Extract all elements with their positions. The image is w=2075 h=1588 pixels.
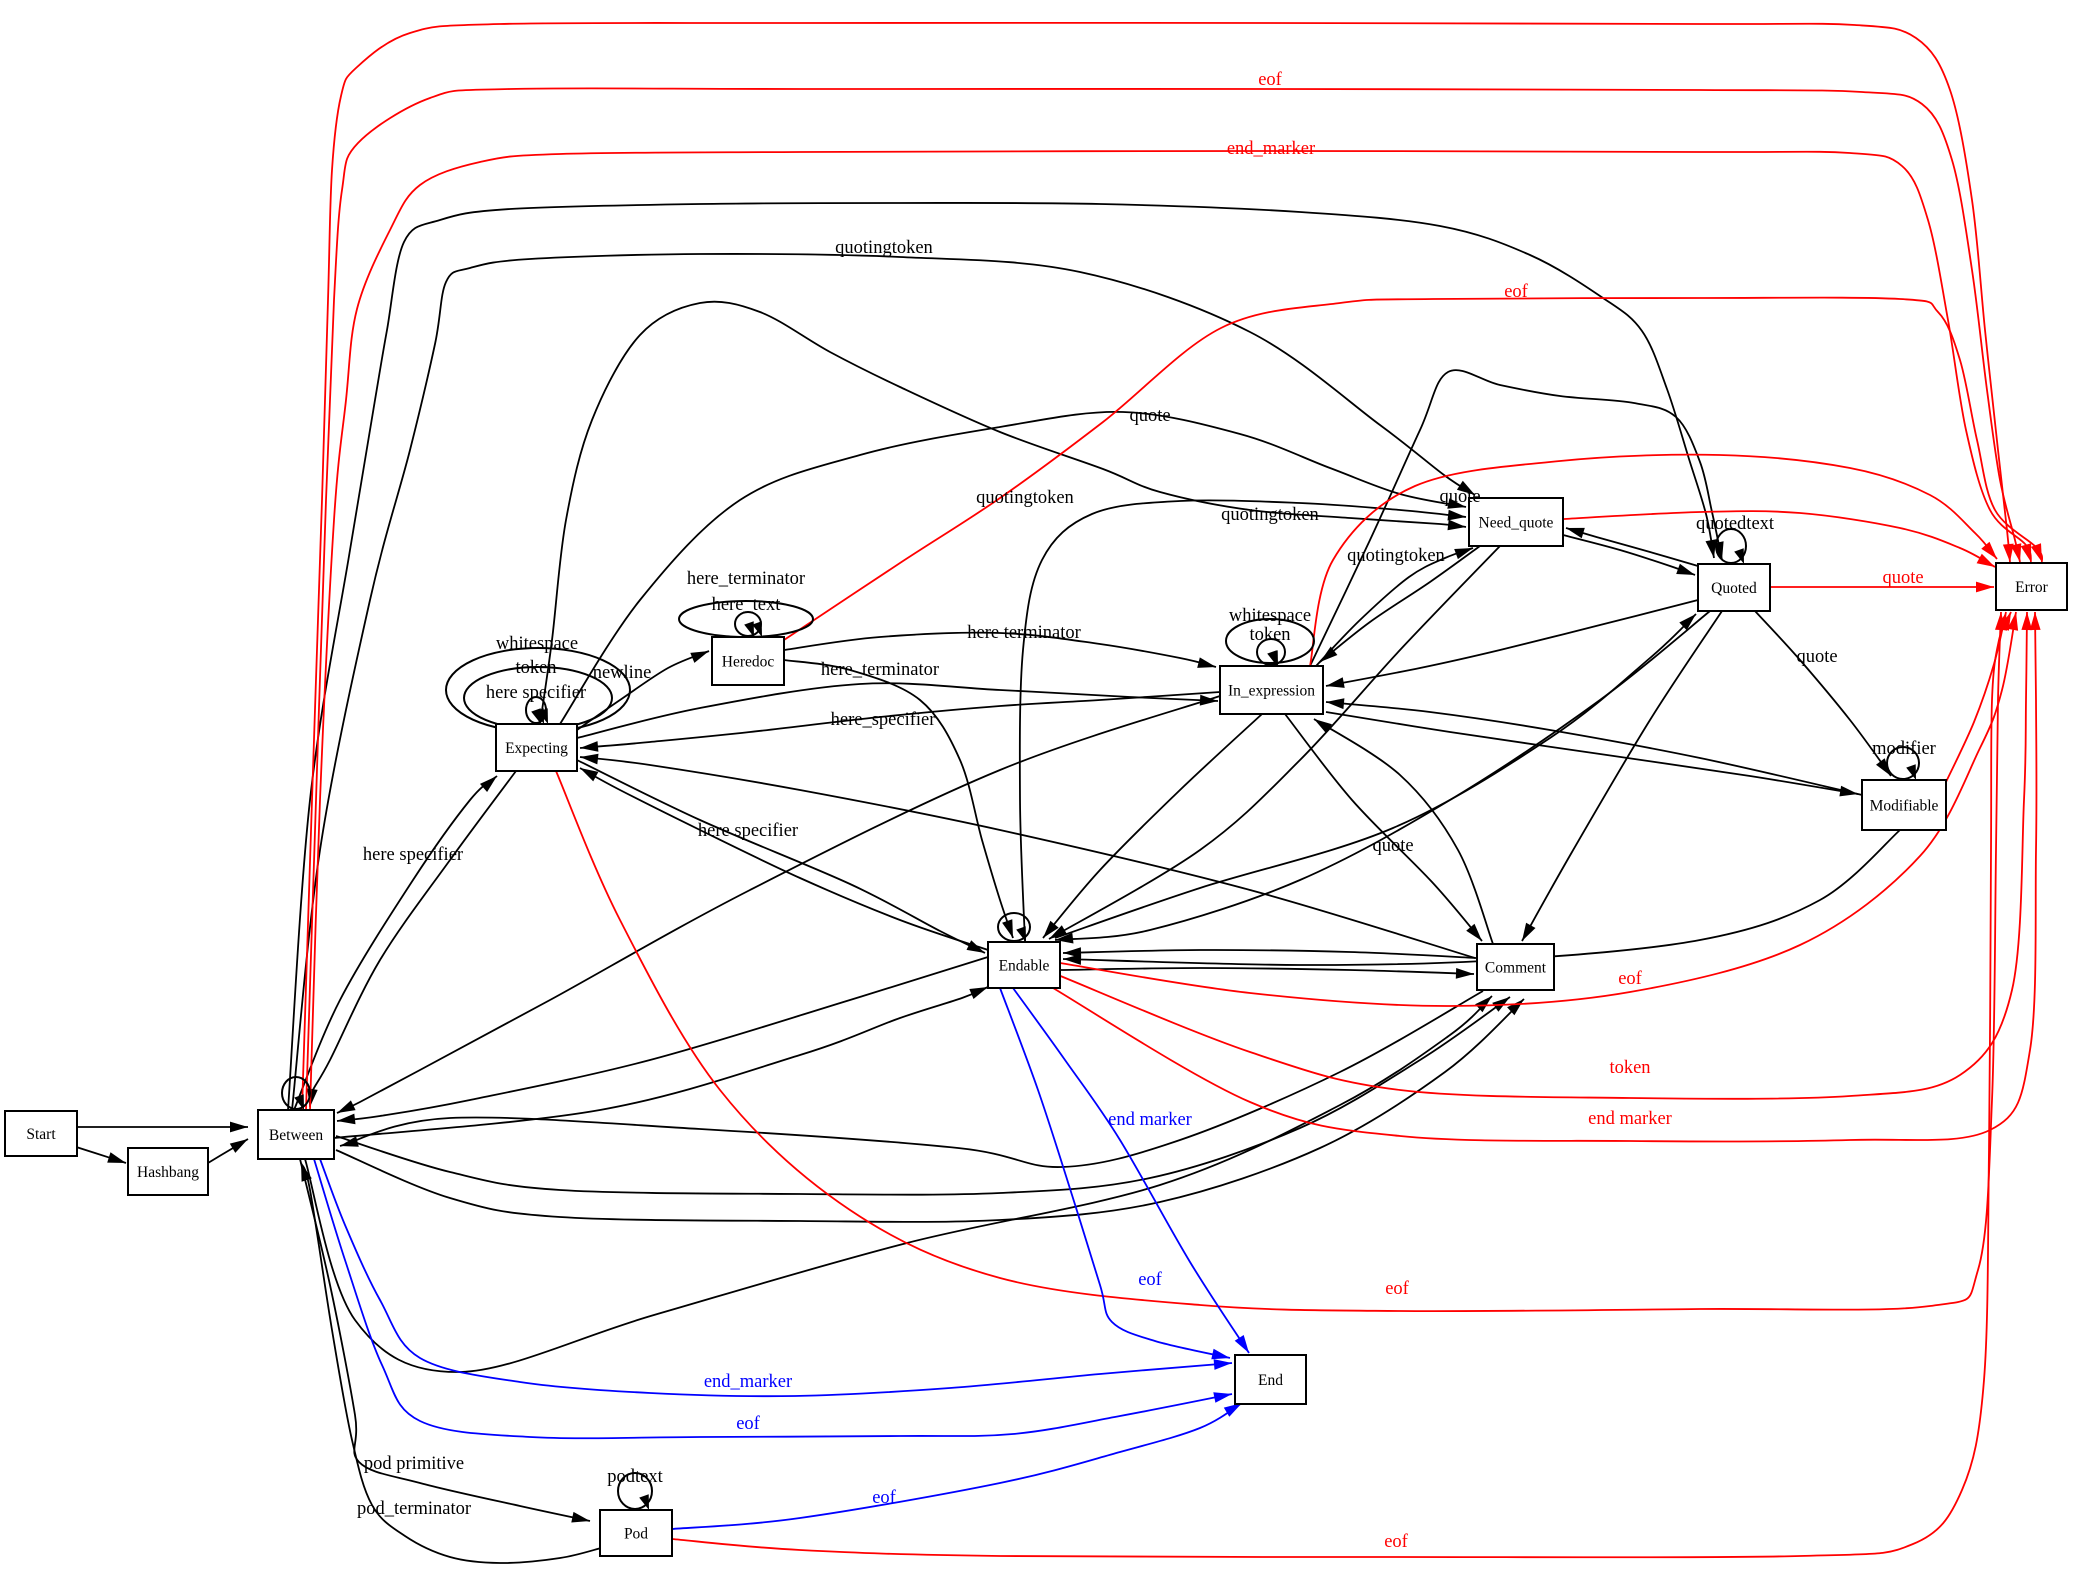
svg-text:here specifier: here specifier — [363, 845, 463, 865]
svg-text:here terminator: here terminator — [967, 623, 1081, 643]
svg-text:pod primitive: pod primitive — [364, 1454, 464, 1474]
svg-text:end_marker: end_marker — [1227, 139, 1315, 159]
svg-text:whitespace: whitespace — [496, 634, 578, 654]
svg-text:Start: Start — [26, 1126, 56, 1143]
svg-text:token: token — [515, 658, 556, 678]
svg-text:Quoted: Quoted — [1711, 580, 1757, 597]
svg-text:pod_terminator: pod_terminator — [357, 1499, 471, 1519]
svg-text:Heredoc: Heredoc — [722, 654, 775, 671]
svg-text:Between: Between — [269, 1127, 323, 1144]
svg-text:end marker: end marker — [1588, 1109, 1672, 1129]
svg-text:end marker: end marker — [1108, 1110, 1192, 1130]
svg-text:eof: eof — [1504, 282, 1528, 302]
svg-text:here_text: here_text — [712, 595, 782, 615]
svg-text:eof: eof — [736, 1414, 760, 1434]
svg-text:token: token — [1609, 1058, 1650, 1078]
svg-text:quotedtext: quotedtext — [1696, 514, 1775, 534]
svg-text:In_expression: In_expression — [1228, 683, 1315, 700]
svg-text:quote: quote — [1129, 406, 1170, 426]
svg-text:whitespace: whitespace — [1229, 606, 1311, 626]
svg-text:eof: eof — [1138, 1270, 1162, 1290]
svg-text:Endable: Endable — [999, 958, 1050, 975]
svg-text:here specifier: here specifier — [698, 821, 798, 841]
svg-text:Need_quote: Need_quote — [1479, 515, 1554, 532]
svg-text:eof: eof — [1258, 70, 1282, 90]
svg-text:quotingtoken: quotingtoken — [835, 238, 933, 258]
svg-text:quotingtoken: quotingtoken — [1221, 505, 1319, 525]
svg-text:here_specifier: here_specifier — [831, 710, 936, 730]
svg-text:quote: quote — [1796, 647, 1837, 667]
svg-text:Comment: Comment — [1485, 960, 1547, 977]
svg-text:Expecting: Expecting — [505, 740, 568, 757]
svg-text:podtext: podtext — [607, 1467, 663, 1487]
svg-text:quote: quote — [1372, 836, 1413, 856]
svg-text:eof: eof — [872, 1488, 896, 1508]
svg-text:Modifiable: Modifiable — [1870, 798, 1939, 815]
svg-text:end_marker: end_marker — [704, 1372, 792, 1392]
svg-text:End: End — [1258, 1372, 1283, 1389]
svg-text:Error: Error — [2015, 579, 2049, 596]
svg-text:quotingtoken: quotingtoken — [1347, 546, 1445, 566]
svg-text:modifier: modifier — [1872, 739, 1936, 759]
svg-text:eof: eof — [1618, 969, 1642, 989]
svg-text:quotingtoken: quotingtoken — [976, 488, 1074, 508]
svg-text:quote: quote — [1439, 487, 1480, 507]
svg-text:Hashbang: Hashbang — [137, 1164, 199, 1181]
svg-text:token: token — [1249, 625, 1290, 645]
svg-text:eof: eof — [1385, 1279, 1409, 1299]
svg-text:eof: eof — [1384, 1532, 1408, 1552]
svg-text:here_terminator: here_terminator — [821, 660, 939, 680]
svg-text:here specifier: here specifier — [486, 683, 586, 703]
svg-text:newline: newline — [593, 663, 652, 683]
svg-text:Pod: Pod — [624, 1526, 648, 1543]
svg-text:here_terminator: here_terminator — [687, 569, 805, 589]
svg-text:quote: quote — [1882, 568, 1923, 588]
